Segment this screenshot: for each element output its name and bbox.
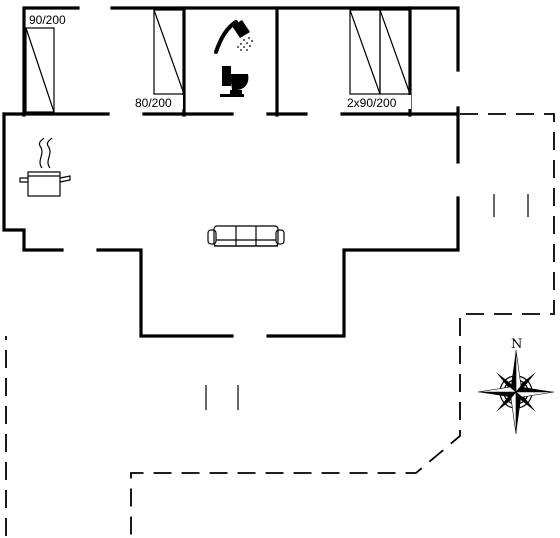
cooking-pot-icon <box>19 137 71 197</box>
compass-rose-icon: N <box>477 337 555 435</box>
bed-label-90-200: 90/200 <box>29 13 66 27</box>
bed-single-left <box>25 27 55 113</box>
walls <box>2 6 460 338</box>
bed-single-center <box>153 9 185 95</box>
toilet-icon <box>220 66 249 97</box>
bed-label-80-200: 80/200 <box>135 96 172 110</box>
compass-north-label: N <box>511 337 522 352</box>
shower-icon <box>214 20 253 54</box>
bed-label-2x90-200: 2x90/200 <box>347 96 397 110</box>
terrace-outlines <box>5 113 555 536</box>
sofa-icon <box>207 225 285 247</box>
bed-double-right <box>349 9 411 95</box>
